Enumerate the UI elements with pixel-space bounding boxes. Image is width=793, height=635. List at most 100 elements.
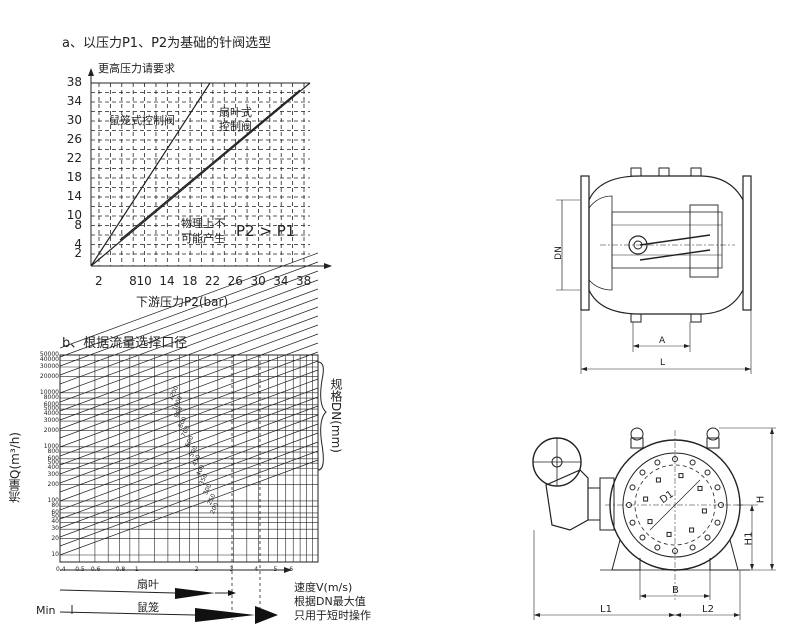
chart-b-right-label: 规格DN(mm)	[329, 378, 343, 453]
chart-b-dn-line	[59, 414, 319, 511]
chart-a-y-tick: 18	[66, 170, 82, 184]
side-view-right-flange	[742, 175, 752, 311]
side-view-l-label: L	[660, 358, 666, 368]
front-view-inner-hole	[647, 519, 653, 525]
front-view-inner-hole	[655, 477, 661, 483]
side-view-body	[588, 175, 744, 315]
chart-b-y-tick: 400	[47, 464, 59, 472]
chart-b-dn-line	[59, 333, 319, 430]
front-view-inner-hole	[689, 527, 695, 533]
chart-a-boundary-right	[150, 83, 310, 266]
chart-b-y-tick: 200	[47, 480, 59, 488]
chart-b-velocity: 速度V(m/s)	[294, 581, 353, 594]
chart-b-y-tick: 3000	[43, 417, 59, 425]
front-view-inner-hole	[643, 496, 649, 502]
chart-a-x-tick: 14	[159, 274, 175, 288]
chart-a-y-tick: 30	[66, 113, 82, 127]
chart-b-dn-line	[59, 360, 319, 457]
side-view-cage	[611, 211, 723, 269]
front-view-inner-hole	[666, 531, 672, 537]
chart-a-x-tick: 30	[250, 274, 266, 288]
chart-a-y-tick: 38	[66, 75, 82, 89]
chart-b-dn-line	[59, 270, 319, 367]
front-view-bolt-hole	[639, 469, 646, 476]
chart-a-top-note: 更高压力请要求	[98, 62, 175, 75]
chart-a-x-tick: 8	[129, 274, 137, 288]
chart-a-y-tick: 14	[66, 189, 82, 203]
chart-a-plot	[88, 68, 332, 269]
chart-b-dn-line	[59, 396, 319, 493]
chart-b-dn-line	[59, 369, 319, 466]
chart-b-y-tick: 10000	[39, 388, 59, 396]
chart-b-dn-line	[59, 423, 319, 520]
chart-b-y-tick: 60	[51, 508, 59, 516]
chart-b-y-tick: 4000	[43, 410, 59, 418]
chart-b-dn-line	[59, 405, 319, 502]
chart-b-y-tick: 300	[47, 471, 59, 479]
chart-b-dn-line	[59, 441, 319, 538]
front-view-inner-hole	[678, 473, 684, 479]
chart-a-y-tick: 10	[66, 208, 82, 222]
chart-a-y-tick: 2	[74, 246, 82, 260]
front-view-bolt-hole	[654, 544, 661, 551]
front-view-bolt-hole	[689, 459, 696, 466]
chart-b-dn-line	[59, 315, 319, 412]
chart-b-dn-line	[59, 351, 319, 448]
chart-a-x-tick: 10	[136, 274, 152, 288]
chart-b-y-tick: 40	[51, 518, 59, 526]
chart-a-x-label: 下游压力P2(bar)	[136, 295, 229, 309]
chart-b-min: Min	[36, 604, 56, 617]
chart-b-y-tick: 5000	[43, 405, 59, 413]
chart-b-y-tick: 80	[51, 502, 59, 510]
front-view-gearbox	[545, 469, 589, 531]
chart-b-y-tick: 800	[47, 448, 59, 456]
chart-a-x-tick: 2	[95, 274, 103, 288]
chart-b-dn-line	[59, 288, 319, 385]
front-view-l2-label: L2	[702, 604, 714, 615]
chart-b-dn-line	[59, 324, 319, 421]
front-view-inner-hole	[701, 508, 707, 514]
chart-a-y-tick: 8	[74, 217, 82, 232]
chart-b-y-tick: 20	[51, 534, 59, 542]
chart-b-y-tick: 50000	[39, 351, 59, 358]
chart-b-squirrel-arrow	[195, 608, 255, 622]
chart-b-y-tick: 100	[47, 496, 59, 504]
chart-b-fan-arrow	[175, 588, 215, 599]
chart-b-y-tick: 6000	[43, 400, 59, 408]
chart-b-x-tick: 6	[289, 566, 294, 573]
chart-b-dn-line	[59, 306, 319, 403]
chart-b-y-tick: 8000	[43, 394, 59, 402]
chart-a-y-arrow	[88, 68, 94, 76]
chart-b-dn-brace	[317, 361, 327, 471]
chart-a-x-arrow	[324, 263, 332, 269]
front-view-bolt-hole	[704, 534, 711, 541]
chart-a-boundary-left	[90, 82, 211, 267]
chart-b-frame	[59, 354, 319, 563]
chart-a-title: a、以压力P1、P2为基础的针阀选型	[62, 36, 272, 51]
front-view-bolt-hole	[714, 519, 721, 526]
chart-b-dn-line	[59, 279, 319, 376]
chart-b-dn-line	[59, 387, 319, 484]
chart-b-fan: 扇叶	[137, 578, 159, 591]
chart-b-y-tick: 10	[51, 551, 59, 558]
front-view-bolt-hole	[714, 484, 721, 491]
chart-b-y-tick: 20000	[39, 372, 59, 380]
chart-b-dn-line	[59, 297, 319, 394]
chart-a-x-tick: 18	[182, 274, 198, 288]
chart-b-y-tick: 1000	[43, 442, 59, 450]
chart-b-plot	[59, 252, 327, 624]
valve-front-view	[532, 427, 776, 620]
front-view-inner-hole	[697, 485, 703, 491]
chart-b-y-tick: 2000	[43, 426, 59, 434]
front-view-bolt-hole	[629, 519, 636, 526]
chart-a-x-tick: 34	[273, 274, 289, 288]
chart-a-boundary-mid	[119, 89, 301, 241]
chart-a-y-tick: 4	[74, 236, 82, 251]
valve-side-view	[556, 167, 752, 374]
front-view-bolt-hole	[704, 469, 711, 476]
front-view-bolt-hole	[689, 544, 696, 551]
chart-b-short-time: 只用于短时操作	[294, 609, 371, 622]
front-view-l1-label: L1	[600, 604, 612, 615]
side-view-left-flange	[580, 175, 590, 311]
